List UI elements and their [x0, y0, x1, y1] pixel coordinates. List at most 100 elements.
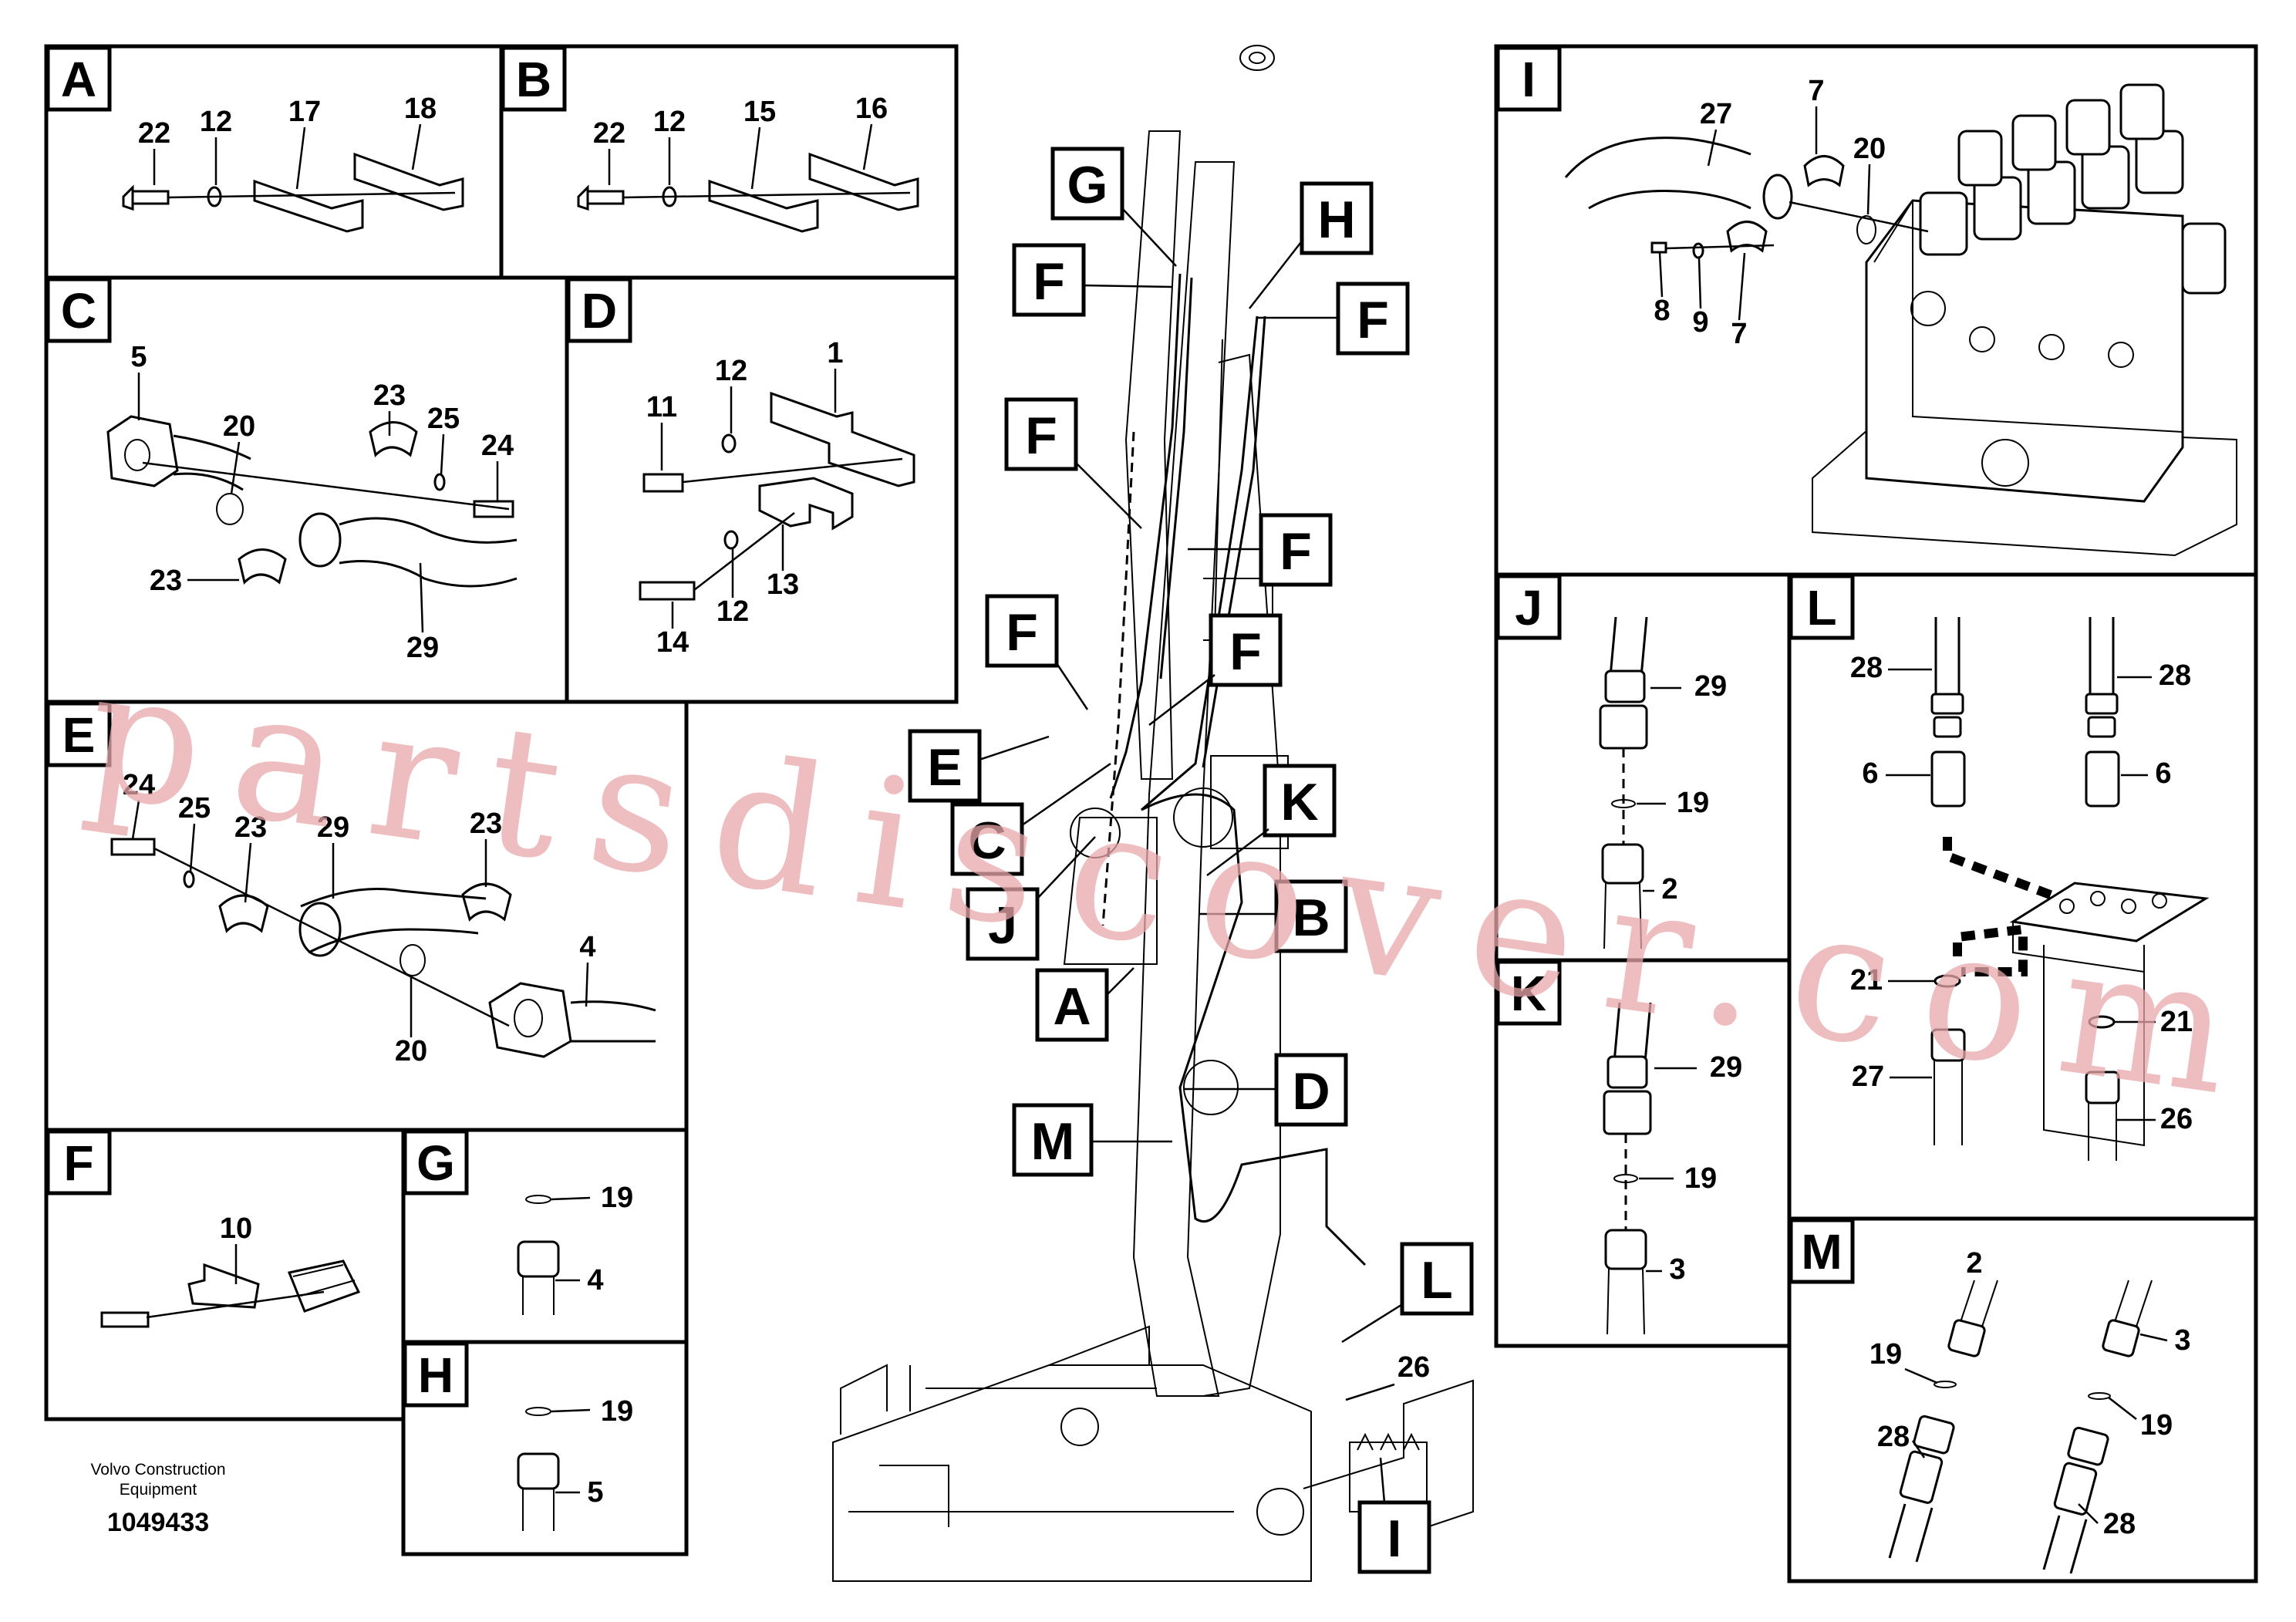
svg-text:20: 20 — [1853, 133, 1886, 165]
svg-text:29: 29 — [317, 811, 349, 844]
callout-g: G — [1050, 147, 1177, 267]
svg-text:28: 28 — [2159, 659, 2191, 692]
panel-h: H 19 5 — [401, 1340, 689, 1556]
fitting-part — [2102, 1319, 2140, 1357]
o-ring-part — [216, 493, 244, 525]
panel-i-letter: I — [1522, 52, 1536, 107]
svg-text:F: F — [1229, 622, 1262, 681]
clamp-part — [808, 152, 919, 211]
svg-text:22: 22 — [593, 117, 625, 150]
o-ring-part — [525, 1407, 551, 1416]
callout-b: B — [1199, 879, 1348, 953]
svg-text:24: 24 — [123, 769, 155, 801]
hose-end-part — [1604, 669, 1646, 703]
svg-text:9: 9 — [1692, 306, 1708, 339]
callout-f: F — [985, 594, 1089, 710]
svg-text:11: 11 — [646, 391, 677, 423]
nut-part — [2087, 716, 2116, 738]
nut-part — [1603, 1090, 1652, 1135]
clamp-part — [758, 477, 854, 531]
nut-part — [1913, 1415, 1955, 1455]
callout-a: A — [1035, 967, 1135, 1042]
svg-text:29: 29 — [1694, 670, 1727, 703]
svg-text:3: 3 — [1669, 1253, 1685, 1286]
callout-m: M — [1012, 1103, 1172, 1177]
callout-e: E — [908, 729, 1050, 803]
svg-text:7: 7 — [1731, 318, 1747, 350]
footer: Volvo Construction Equipment 1049433 — [90, 1461, 225, 1537]
callout-k: K — [1206, 764, 1337, 876]
panel-b: B 22 12 15 16 — [499, 44, 959, 280]
svg-text:21: 21 — [2160, 1006, 2193, 1038]
svg-text:16: 16 — [855, 93, 888, 125]
svg-text:12: 12 — [653, 106, 686, 138]
panel-i: I 27 — [1494, 44, 2258, 577]
svg-text:4: 4 — [587, 1264, 603, 1297]
svg-text:K: K — [1280, 773, 1318, 831]
fitting-part — [1604, 1229, 1647, 1270]
washer-part — [433, 473, 446, 491]
svg-text:12: 12 — [200, 106, 232, 138]
panel-g-letter: G — [416, 1135, 455, 1191]
svg-text:13: 13 — [767, 568, 799, 601]
callout-f: F — [1257, 282, 1410, 356]
panel-m-letter: M — [1801, 1224, 1842, 1280]
panel-k-letter: K — [1511, 966, 1546, 1021]
panel-a: A 22 12 17 18 — [44, 44, 504, 280]
clamp-half-part — [369, 421, 418, 457]
svg-text:F: F — [1279, 522, 1312, 581]
svg-text:19: 19 — [601, 1182, 633, 1214]
main-callouts: G H F F F F F — [908, 147, 1474, 1574]
svg-text:2: 2 — [1661, 873, 1677, 905]
bracket-plate-part — [2009, 882, 2210, 943]
svg-text:27: 27 — [1852, 1061, 1884, 1093]
svg-text:3: 3 — [2174, 1324, 2190, 1357]
hose-end-part — [1930, 693, 1964, 715]
svg-text:M: M — [1031, 1112, 1075, 1171]
fitting-part — [1930, 1028, 1966, 1062]
clamp-part — [253, 179, 364, 233]
panel-k: K 29 19 3 — [1494, 958, 1792, 1348]
callout-f: F — [1004, 397, 1142, 529]
svg-text:J: J — [988, 896, 1017, 955]
svg-text:Volvo Construction: Volvo Construction — [90, 1461, 225, 1479]
o-ring-part — [525, 1195, 551, 1204]
svg-text:E: E — [927, 738, 962, 797]
callout-c: C — [950, 762, 1111, 876]
svg-text:24: 24 — [481, 430, 514, 462]
svg-text:10: 10 — [220, 1212, 252, 1245]
panel-f: F 10 — [44, 1128, 406, 1421]
svg-text:A: A — [1053, 977, 1091, 1036]
svg-text:15: 15 — [743, 96, 776, 128]
fitting-part — [1947, 1319, 1986, 1357]
control-valve-part — [1812, 83, 2237, 557]
plate-part — [770, 391, 915, 487]
flange-part — [106, 415, 179, 487]
adapter-part — [1930, 750, 1966, 808]
svg-text:12: 12 — [715, 355, 747, 387]
doc-number: 1049433 — [107, 1508, 209, 1537]
callout-i: I — [1357, 1457, 1431, 1574]
svg-text:27: 27 — [1700, 98, 1732, 130]
callout-f: F — [1188, 513, 1333, 587]
svg-text:20: 20 — [223, 410, 255, 443]
panel-f-letter: F — [63, 1135, 93, 1191]
clamp-half-part — [218, 894, 269, 933]
svg-text:7: 7 — [1808, 75, 1824, 107]
callout-j: J — [966, 836, 1096, 961]
svg-text:19: 19 — [1677, 787, 1709, 819]
nut-part — [1599, 704, 1648, 750]
hose-end-part — [2053, 1462, 2098, 1516]
svg-text:12: 12 — [716, 595, 749, 628]
svg-text:G: G — [1067, 156, 1108, 214]
svg-text:23: 23 — [373, 379, 406, 412]
adapter-part — [2085, 750, 2120, 808]
svg-text:B: B — [1292, 889, 1330, 947]
panel-j-letter: J — [1515, 580, 1542, 636]
svg-text:L: L — [1421, 1251, 1453, 1310]
svg-text:19: 19 — [601, 1395, 633, 1428]
bolt-part — [1650, 241, 1667, 254]
panel-d-letter: D — [582, 283, 617, 339]
washer-part — [721, 433, 737, 454]
